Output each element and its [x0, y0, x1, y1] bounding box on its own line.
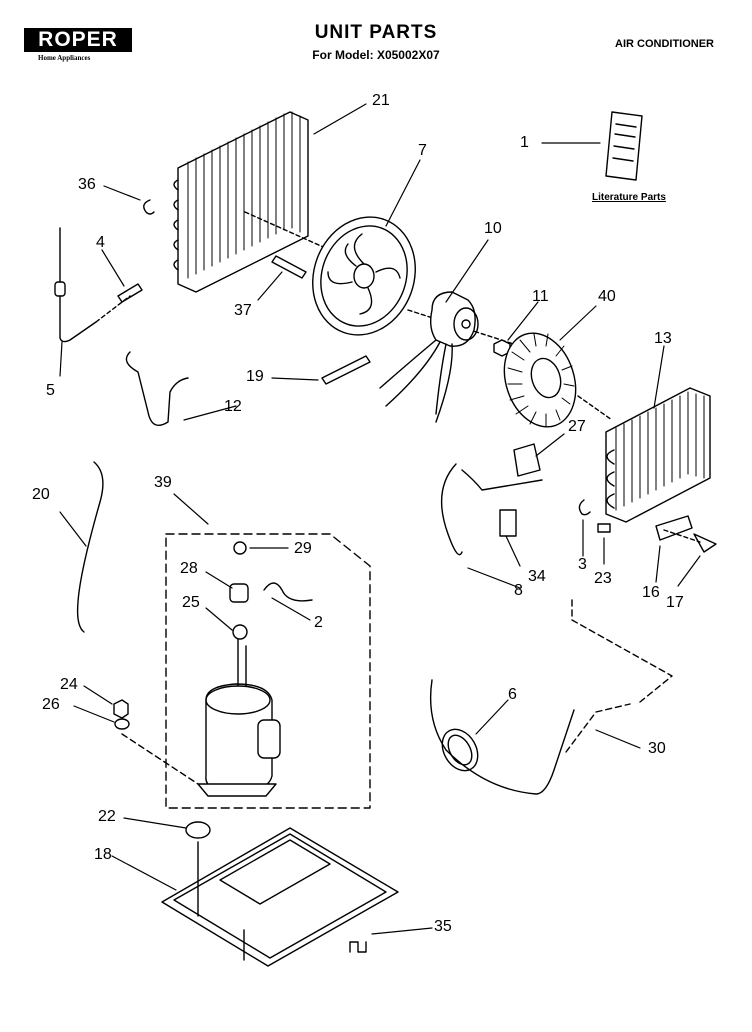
callout-11: 11 [532, 288, 549, 305]
callout-13: 13 [654, 330, 672, 347]
callout-34: 34 [528, 568, 546, 585]
callout-18: 18 [94, 846, 112, 863]
brand-trademark: ® [135, 42, 142, 49]
sensor-holder [597, 523, 611, 533]
sensor-bulb [117, 283, 143, 303]
brace [271, 255, 307, 279]
callout-10: 10 [484, 220, 502, 237]
callout-25: 25 [182, 594, 200, 611]
callout-26: 26 [42, 696, 60, 713]
washer [114, 718, 130, 730]
wire-harness [76, 461, 104, 633]
callout-36: 36 [78, 176, 96, 193]
compressor [197, 541, 313, 797]
callout-37: 37 [234, 302, 252, 319]
callout-leaders [59, 103, 701, 935]
base-pan [161, 827, 399, 967]
callout-21: 21 [372, 92, 390, 109]
callout-20: 20 [32, 486, 50, 503]
leader-line [121, 733, 199, 785]
callout-23: 23 [594, 570, 612, 587]
bracket [655, 515, 693, 541]
callout-24: 24 [60, 676, 78, 693]
callout-5: 5 [46, 382, 55, 399]
callout-35: 35 [434, 918, 452, 935]
product-category: AIR CONDITIONER [615, 38, 714, 50]
callout-19: 19 [246, 368, 264, 385]
clip [143, 199, 155, 215]
callout-22: 22 [98, 808, 116, 825]
leader-line [663, 529, 701, 543]
callout-3: 3 [578, 556, 587, 573]
capillary-tube [54, 227, 97, 343]
brand-logo: ROPER ® Home Appliances [24, 28, 140, 62]
callout-29: 29 [294, 540, 312, 557]
cap-tube-assembly [440, 463, 543, 556]
grommet [185, 821, 211, 839]
bracket-insert [693, 533, 717, 553]
condenser-coil [173, 111, 309, 293]
leader-line [565, 599, 673, 753]
callout-1: 1 [520, 134, 529, 151]
callout-30: 30 [648, 740, 666, 757]
callout-16: 16 [642, 584, 660, 601]
fan-shroud [312, 216, 416, 336]
nut-24 [113, 699, 129, 719]
callout-40: 40 [598, 288, 616, 305]
brand-tagline: Home Appliances [38, 54, 91, 62]
thermostat [499, 509, 517, 537]
callout-7: 7 [418, 142, 427, 159]
cord-bracket [321, 355, 371, 385]
model-number: For Model: X05002X07 [312, 48, 440, 62]
blower-wheel [503, 332, 577, 428]
literature-parts-label: Literature Parts [592, 192, 666, 203]
callout-4: 4 [96, 234, 105, 251]
capillary-tube-12 [125, 351, 189, 426]
leader-line [95, 295, 131, 323]
callout-2: 2 [314, 614, 323, 631]
leader-line [577, 395, 613, 421]
brand-name: ROPER [38, 28, 118, 51]
evaporator-coil [605, 387, 711, 523]
page-title: UNIT PARTS [314, 22, 438, 43]
clip-3 [578, 499, 591, 516]
fan-ring [429, 679, 575, 795]
callout-6: 6 [508, 686, 517, 703]
callout-8: 8 [514, 582, 523, 599]
leader-line [244, 211, 331, 251]
insulation-pad [513, 443, 541, 477]
callout-17: 17 [666, 594, 684, 611]
callout-12: 12 [224, 398, 242, 415]
callout-39: 39 [154, 474, 172, 491]
clip-35 [349, 941, 367, 953]
literature-booklet [605, 111, 643, 181]
callout-27: 27 [568, 418, 586, 435]
callout-28: 28 [180, 560, 198, 577]
